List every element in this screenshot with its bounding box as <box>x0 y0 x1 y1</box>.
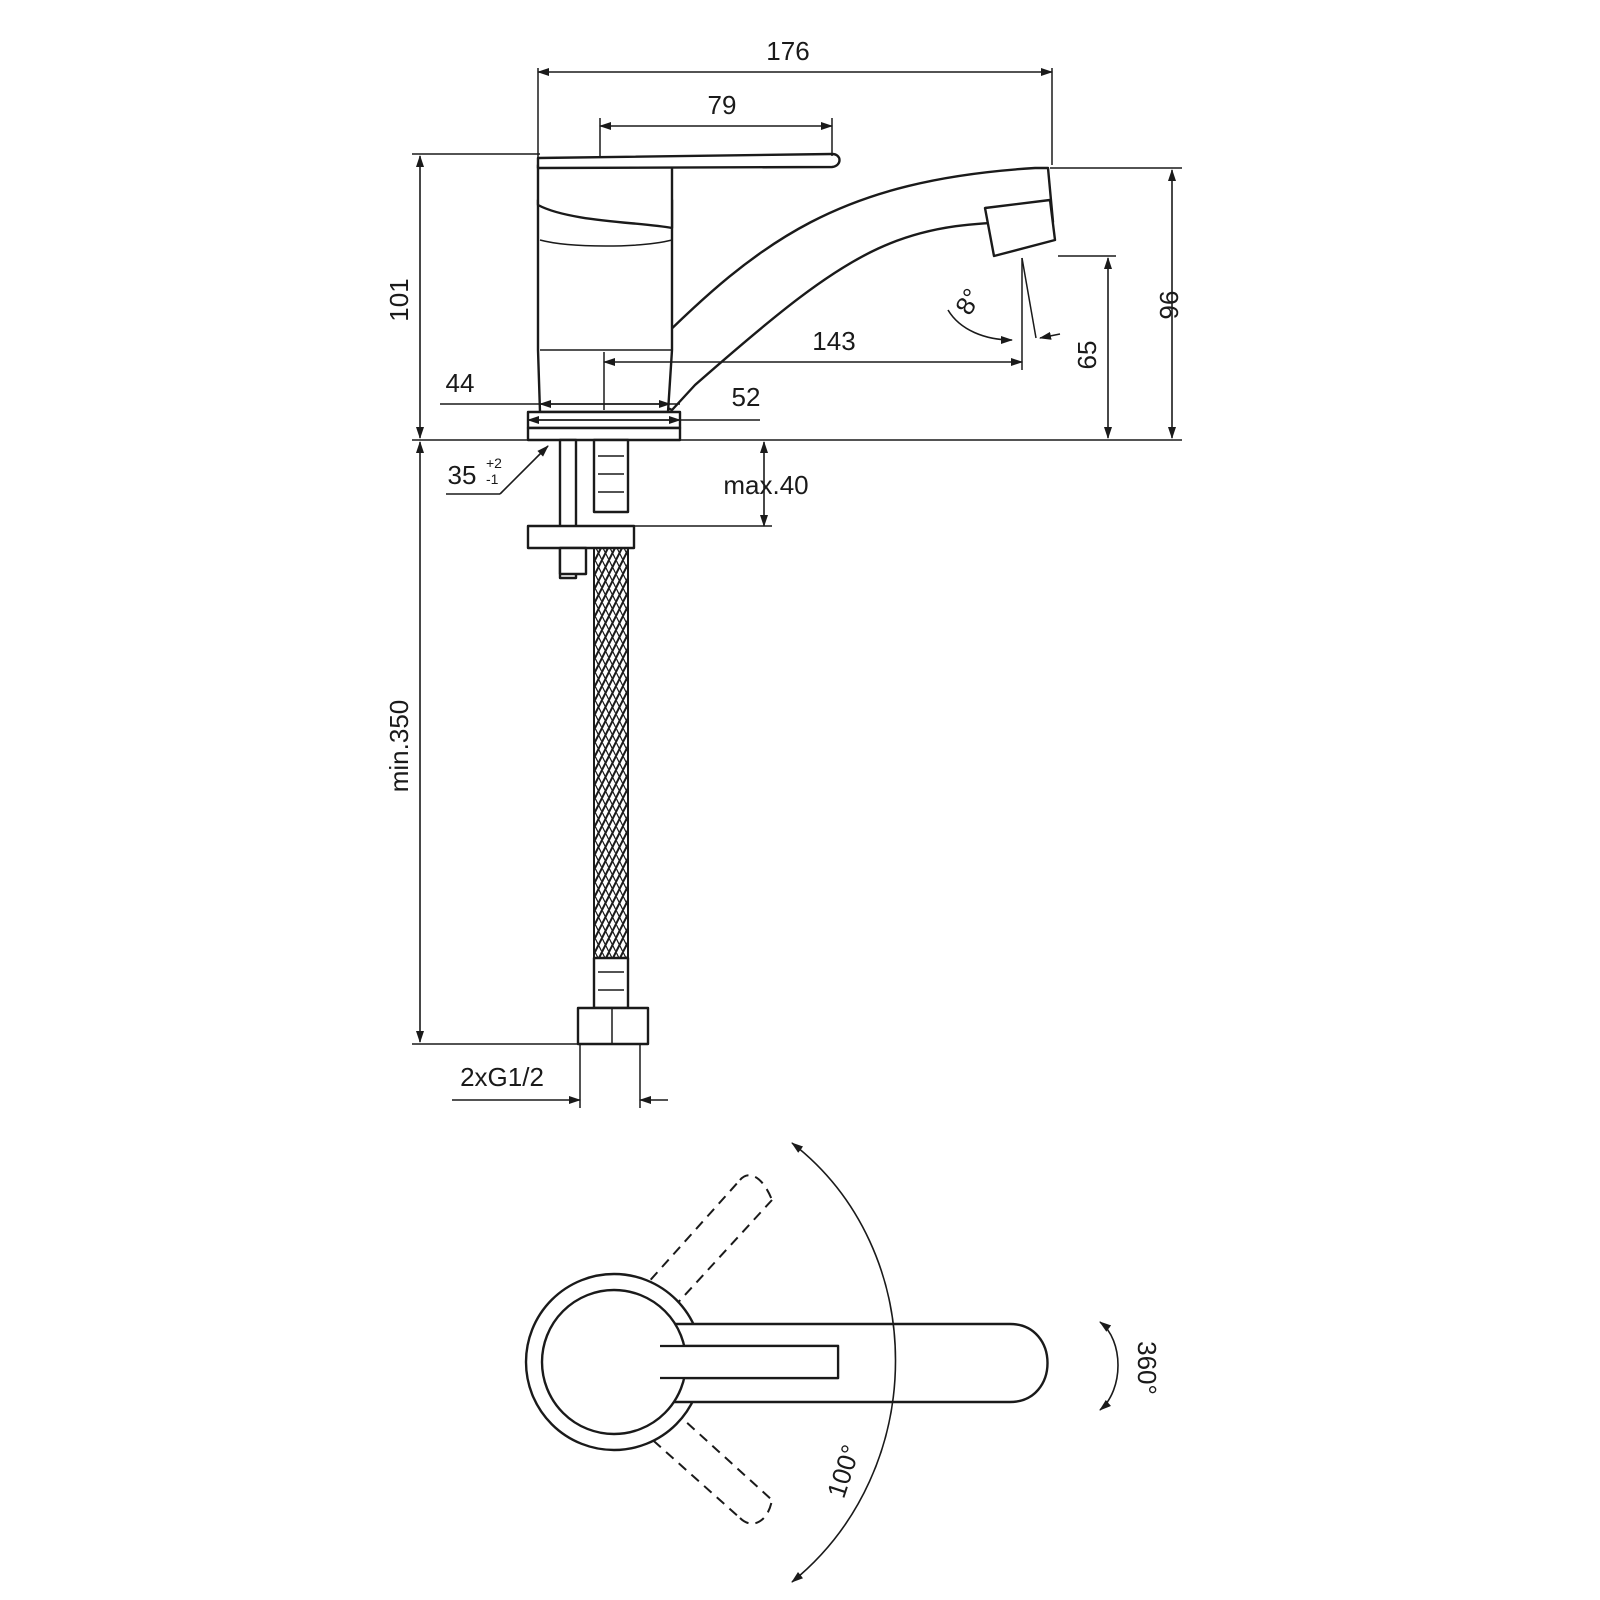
side-labels: 176 79 101 96 65 143 8° 44 52 35 +2 -1 m… <box>384 36 1184 1092</box>
label-143: 143 <box>812 326 855 356</box>
hex-nut <box>576 1006 650 1046</box>
label-connection: 2xG1/2 <box>460 1062 544 1092</box>
lever-handle <box>536 152 841 170</box>
spout-top <box>662 1322 1049 1404</box>
side-dimensions <box>412 68 1182 1108</box>
lever-rotated-upper <box>627 1174 773 1321</box>
label-tol-lower: -1 <box>486 471 499 487</box>
label-8deg: 8° <box>949 283 987 320</box>
mixer-body <box>536 198 674 414</box>
top-view <box>524 1174 1049 1525</box>
mounting-bracket <box>526 524 636 550</box>
label-79: 79 <box>708 90 737 120</box>
label-52: 52 <box>732 382 761 412</box>
label-35: 35 <box>448 460 477 490</box>
dim-arc-100deg <box>791 1142 897 1583</box>
hose-fitting-bottom <box>592 956 630 1010</box>
dim-arc-360deg <box>1099 1321 1119 1411</box>
braided-hose <box>593 547 629 959</box>
label-360deg: 360° <box>1132 1341 1162 1395</box>
label-96: 96 <box>1154 291 1184 320</box>
hose-fitting-top <box>592 438 630 514</box>
label-176: 176 <box>766 36 809 66</box>
aerator <box>983 198 1057 258</box>
label-65: 65 <box>1072 341 1102 370</box>
label-100deg: 100° <box>821 1441 866 1501</box>
label-min350: min.350 <box>384 700 414 793</box>
spout-outline <box>648 166 1055 412</box>
dim-arc-8deg <box>947 309 1013 344</box>
label-max40: max.40 <box>723 470 808 500</box>
lever-cap <box>536 163 674 230</box>
deck-top <box>526 426 682 442</box>
body-collar-line <box>539 239 673 247</box>
label-101: 101 <box>384 278 414 321</box>
mounting-nut <box>558 546 588 576</box>
side-view <box>526 152 1057 1046</box>
label-tol-upper: +2 <box>486 455 502 471</box>
dim-leader-35 <box>499 445 549 495</box>
label-44: 44 <box>446 368 475 398</box>
